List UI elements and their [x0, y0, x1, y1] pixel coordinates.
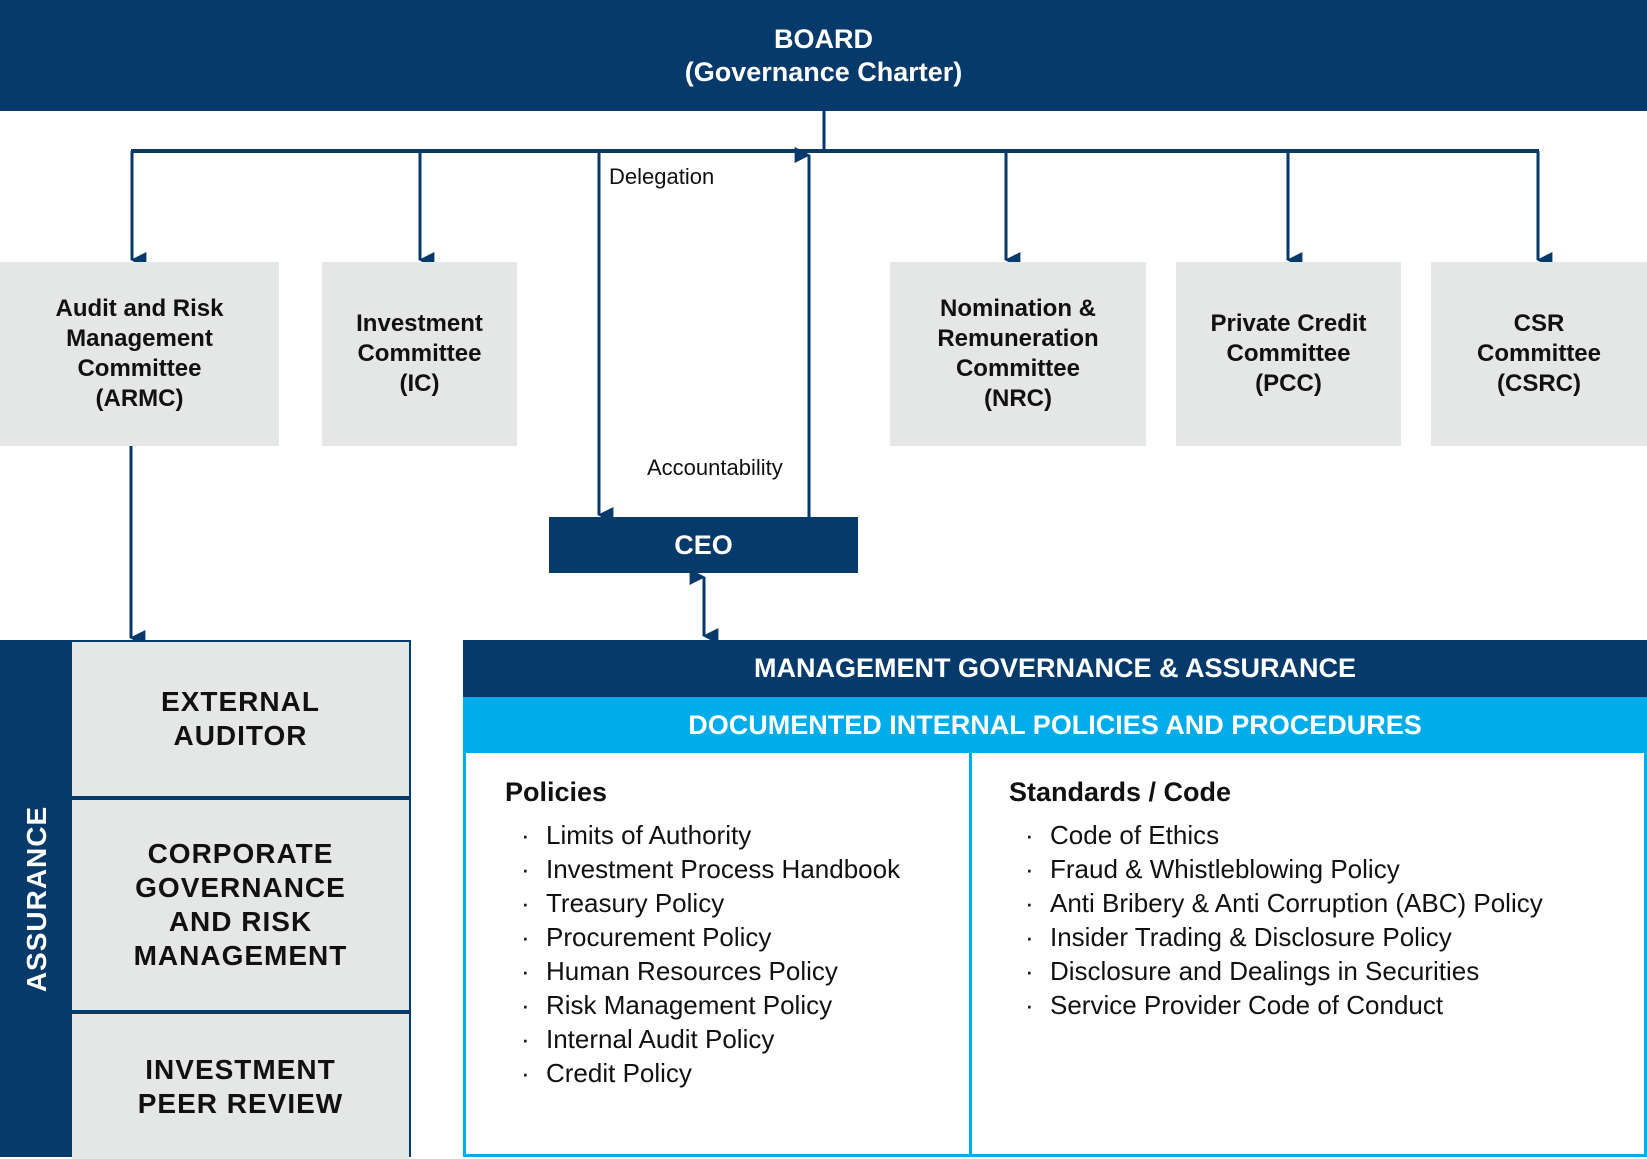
standard-item: · Service Provider Code of Conduct	[1009, 988, 1639, 1022]
bullet-icon: ·	[1025, 922, 1034, 952]
policy-item: · Investment Process Handbook	[505, 852, 965, 886]
board-subtitle: (Governance Charter)	[684, 56, 963, 87]
assurance-line: INVESTMENT	[145, 1053, 336, 1085]
standard-item: · Fraud & Whistleblowing Policy	[1009, 852, 1639, 886]
committee-line: Investment	[356, 310, 483, 337]
policy-item-label: Internal Audit Policy	[546, 1024, 775, 1054]
bullet-icon: ·	[521, 1024, 530, 1054]
assurance-item-external-auditor: EXTERNAL AUDITOR	[72, 642, 409, 796]
assurance-side-bar: ASSURANCE	[2, 642, 72, 1155]
committee-ic: Investment Committee (IC)	[322, 262, 517, 446]
assurance-line: EXTERNAL	[161, 686, 320, 717]
assurance-line: GOVERNANCE	[135, 872, 346, 903]
bullet-icon: ·	[1025, 990, 1034, 1020]
committee-line: (PCC)	[1255, 370, 1322, 397]
committee-line: (ARMC)	[95, 385, 184, 412]
standard-item: · Anti Bribery & Anti Corruption (ABC) Po…	[1009, 886, 1639, 920]
ceo-label: CEO	[674, 529, 733, 560]
assurance-side-label: ASSURANCE	[21, 805, 53, 992]
standard-item-label: Insider Trading & Disclosure Policy	[1050, 922, 1452, 952]
board-box: BOARD (Governance Charter)	[0, 0, 1647, 111]
committee-armc: Audit and Risk Management Committee (ARM…	[0, 262, 279, 446]
standards-list: · Code of Ethics · Fraud & Whistleblowing …	[1009, 818, 1639, 1022]
management-governance-panel: MANAGEMENT GOVERNANCE & ASSURANCE DOCUME…	[463, 640, 1647, 1157]
accountability-label: Accountability	[647, 455, 783, 480]
bullet-icon: ·	[521, 854, 530, 884]
committee-pcc: Private Credit Committee (PCC)	[1176, 262, 1401, 446]
committee-line: Management	[66, 325, 213, 352]
standard-item-label: Service Provider Code of Conduct	[1050, 990, 1444, 1020]
policy-item-label: Limits of Authority	[546, 820, 752, 850]
standard-item: · Disclosure and Dealings in Securities	[1009, 954, 1639, 988]
committee-line: Committee	[955, 355, 1080, 382]
committee-line: Committee	[1226, 340, 1351, 367]
policy-item: · Limits of Authority	[505, 818, 965, 852]
committee-line: (IC)	[399, 370, 440, 397]
assurance-item-corporate-governance: CORPORATE GOVERNANCE AND RISK MANAGEMENT	[72, 800, 409, 1010]
assurance-line: PEER REVIEW	[137, 1087, 344, 1119]
committee-line: Committee	[77, 355, 202, 382]
standard-item: · Code of Ethics	[1009, 818, 1639, 852]
bullet-icon: ·	[1025, 888, 1034, 918]
policies-title: Policies	[505, 777, 608, 807]
policy-item: · Credit Policy	[505, 1056, 965, 1090]
standard-item-label: Code of Ethics	[1050, 820, 1220, 850]
bullet-icon: ·	[521, 922, 530, 952]
standard-item-label: Anti Bribery & Anti Corruption (ABC) Pol…	[1050, 888, 1543, 918]
standard-item: · Insider Trading & Disclosure Policy	[1009, 920, 1639, 954]
assurance-line: AND RISK	[168, 906, 313, 937]
policy-item-label: Credit Policy	[546, 1058, 692, 1088]
bullet-icon: ·	[1025, 854, 1034, 884]
standard-item-label: Fraud & Whistleblowing Policy	[1050, 854, 1400, 884]
committee-line: CSR	[1513, 310, 1565, 337]
policy-item: · Internal Audit Policy	[505, 1022, 965, 1056]
committee-line: Committee	[357, 340, 482, 367]
bullet-icon: ·	[521, 956, 530, 986]
delegation-label: Delegation	[609, 164, 715, 189]
policy-item-label: Risk Management Policy	[546, 990, 833, 1020]
standard-item-label: Disclosure and Dealings in Securities	[1050, 956, 1480, 986]
bullet-icon: ·	[1025, 956, 1034, 986]
committee-nrc: Nomination & Remuneration Committee (NRC…	[890, 262, 1146, 446]
bullet-icon: ·	[521, 888, 530, 918]
committee-line: Committee	[1476, 340, 1602, 367]
policy-item-label: Procurement Policy	[546, 922, 772, 952]
standards-column: Standards / Code · Code of Ethics · Fraud …	[1009, 753, 1639, 1022]
committee-line: (NRC)	[984, 385, 1052, 412]
policy-item-label: Human Resources Policy	[546, 956, 838, 986]
policy-item: · Human Resources Policy	[505, 954, 965, 988]
bullet-icon: ·	[521, 820, 530, 850]
column-divider	[969, 753, 972, 1154]
assurance-item-investment-peer-review: INVESTMENT PEER REVIEW	[72, 1014, 409, 1159]
management-header: MANAGEMENT GOVERNANCE & ASSURANCE	[463, 640, 1647, 697]
board-title: BOARD	[774, 23, 873, 54]
committee-csrc: CSR Committee (CSRC)	[1431, 262, 1647, 446]
policy-item: · Risk Management Policy	[505, 988, 965, 1022]
committee-line: Audit and Risk	[55, 295, 224, 322]
policies-column: Policies · Limits of Authority · Investmen…	[505, 753, 965, 1090]
policy-item: · Treasury Policy	[505, 886, 965, 920]
assurance-panel: ASSURANCE EXTERNAL AUDITOR CORPORATE GOV…	[0, 640, 411, 1159]
committee-line: (CSRC)	[1497, 370, 1581, 397]
committee-line: Nomination &	[939, 295, 1096, 322]
policy-item: · Procurement Policy	[505, 920, 965, 954]
policy-item-label: Investment Process Handbook	[546, 854, 901, 884]
standards-title: Standards / Code	[1009, 777, 1232, 807]
assurance-line: CORPORATE	[147, 838, 334, 869]
bullet-icon: ·	[1025, 820, 1034, 850]
committee-line: Private Credit	[1210, 310, 1367, 337]
policies-body: Policies · Limits of Authority · Investmen…	[463, 753, 1647, 1157]
committee-line: Remuneration	[937, 325, 1099, 352]
assurance-line: MANAGEMENT	[133, 940, 348, 971]
policies-list: · Limits of Authority · Investment Process…	[505, 818, 965, 1090]
ceo-box: CEO	[549, 517, 858, 573]
bullet-icon: ·	[521, 1058, 530, 1088]
policy-item-label: Treasury Policy	[546, 888, 725, 918]
policies-procedures-subheader: DOCUMENTED INTERNAL POLICIES AND PROCEDU…	[463, 697, 1647, 753]
bullet-icon: ·	[521, 990, 530, 1020]
assurance-line: AUDITOR	[173, 720, 308, 751]
